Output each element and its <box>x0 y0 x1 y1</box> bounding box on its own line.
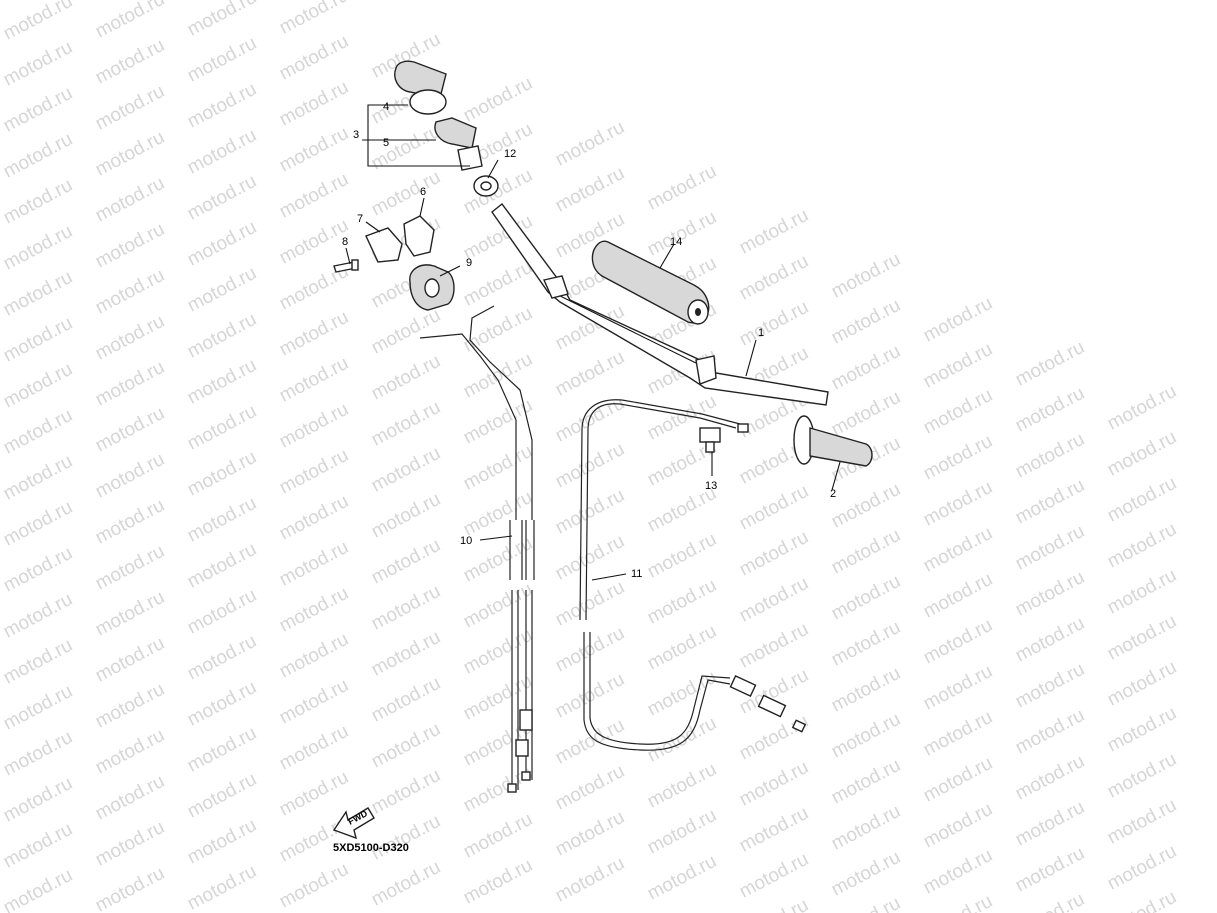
throttle-housing <box>365 215 435 263</box>
handlebar <box>491 203 829 406</box>
callout-3: 3 <box>353 129 359 141</box>
collar <box>473 175 499 197</box>
callout-5: 5 <box>383 137 389 149</box>
callout-2: 2 <box>830 488 836 500</box>
callout-1: 1 <box>758 327 764 339</box>
cable-adjuster-bolt <box>699 427 721 453</box>
callout-12: 12 <box>504 148 516 160</box>
callout-7: 7 <box>357 213 363 225</box>
callout-numbers: 1 2 3 4 5 6 7 8 9 10 11 12 13 14 <box>342 101 836 580</box>
throttle-cables <box>419 305 535 793</box>
callout-8: 8 <box>342 236 348 248</box>
leader-lines <box>345 104 841 581</box>
callout-9: 9 <box>466 257 472 269</box>
holder <box>409 264 455 311</box>
callout-13: 13 <box>705 480 717 492</box>
callout-10: 10 <box>460 535 472 547</box>
screw <box>333 259 359 273</box>
left-grip <box>793 415 873 467</box>
throttle-grip-assembly <box>394 60 483 171</box>
crossbar-pad <box>591 240 710 325</box>
callout-6: 6 <box>420 186 426 198</box>
callout-4: 4 <box>383 101 389 113</box>
clutch-cable <box>579 399 807 751</box>
forward-arrow-icon: FWD <box>332 807 375 840</box>
callout-14: 14 <box>670 236 682 248</box>
callout-11: 11 <box>631 568 642 580</box>
diagram-code: 5XD5100-D320 <box>333 842 409 854</box>
